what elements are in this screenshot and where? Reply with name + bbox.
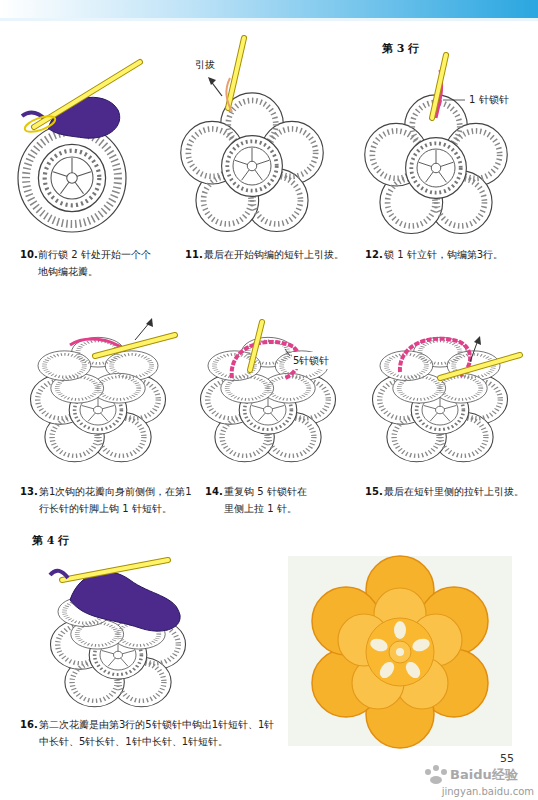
step-caption: 最后在短针里侧的拉针上引拔。 <box>384 483 524 500</box>
watermark: jingyan.baidu.com <box>442 783 534 800</box>
step-number: 15. <box>365 483 383 500</box>
step-number: 11. <box>185 246 203 263</box>
step-number: 12. <box>365 246 383 263</box>
step-caption: 重复钩 5 针锁针在里侧上拉 1 针。 <box>224 483 316 517</box>
step-caption: 第二次花瓣是由第3行的5针锁针中钩出1针短针、1针中长针、5针长针、1针中长针、… <box>39 716 279 750</box>
step-caption: 前行锁 2 针处开始一个个地钩编花瓣。 <box>38 246 156 280</box>
step-caption: 第1次钩的花瓣向身前侧倒，在第1行长针的针脚上钩 1 针短针。 <box>39 483 197 517</box>
step-caption: 最后在开始钩编的短针上引拔。 <box>204 246 354 263</box>
step-number: 10. <box>20 246 38 263</box>
step-number: 14. <box>205 483 223 500</box>
callout-label: 引拔 <box>194 56 216 73</box>
step-number: 16. <box>20 716 38 733</box>
watermark: Baidu经验 <box>450 764 518 786</box>
row-heading: 第 4 行 <box>32 532 69 551</box>
callout-label: 1 针锁针 <box>468 91 510 108</box>
page-number: 55 <box>500 750 514 769</box>
step-caption: 锁 1 针立针，钩编第3行。 <box>384 246 534 263</box>
row-heading: 第 3 行 <box>382 40 419 59</box>
step-number: 13. <box>20 483 38 500</box>
callout-label: 5针锁针 <box>292 352 330 369</box>
